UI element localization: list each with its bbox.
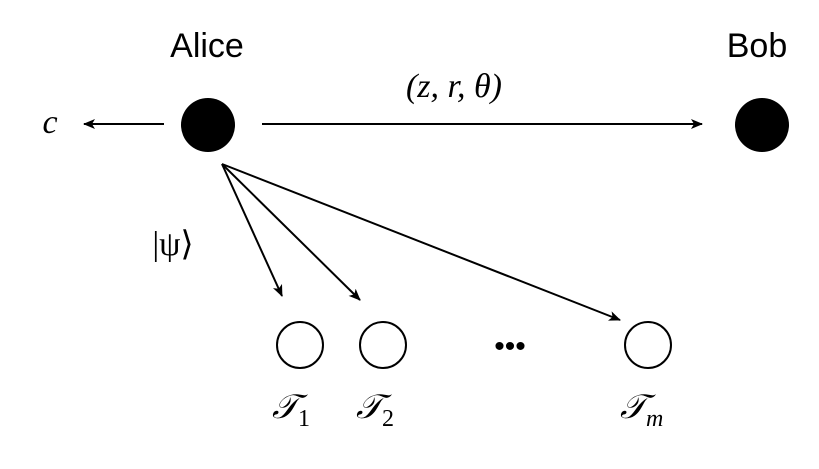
output-label: c	[42, 104, 57, 141]
arrow-to-target-2	[221, 163, 361, 301]
arrow-to-target-m	[221, 163, 621, 321]
bob-label: Bob	[727, 27, 788, 65]
target-node-1	[276, 321, 324, 369]
target-subscript-1: 1	[298, 406, 310, 432]
target-node-2	[359, 321, 407, 369]
target-label-1: 𝒯1	[272, 389, 310, 432]
bob-node	[735, 98, 789, 152]
target-node-m	[624, 321, 672, 369]
target-label-2: 𝒯2	[356, 389, 394, 432]
alice-label: Alice	[170, 27, 244, 65]
arrow-to-target-1	[221, 163, 283, 297]
target-subscript-m: m	[646, 406, 663, 432]
target-subscript-2: 2	[382, 406, 394, 432]
state-label: |ψ⟩	[152, 226, 193, 263]
alice-node	[181, 98, 235, 152]
message-label: (z, r, θ)	[406, 68, 502, 105]
ellipsis: •••	[494, 330, 526, 363]
target-label-m: 𝒯m	[620, 389, 663, 432]
